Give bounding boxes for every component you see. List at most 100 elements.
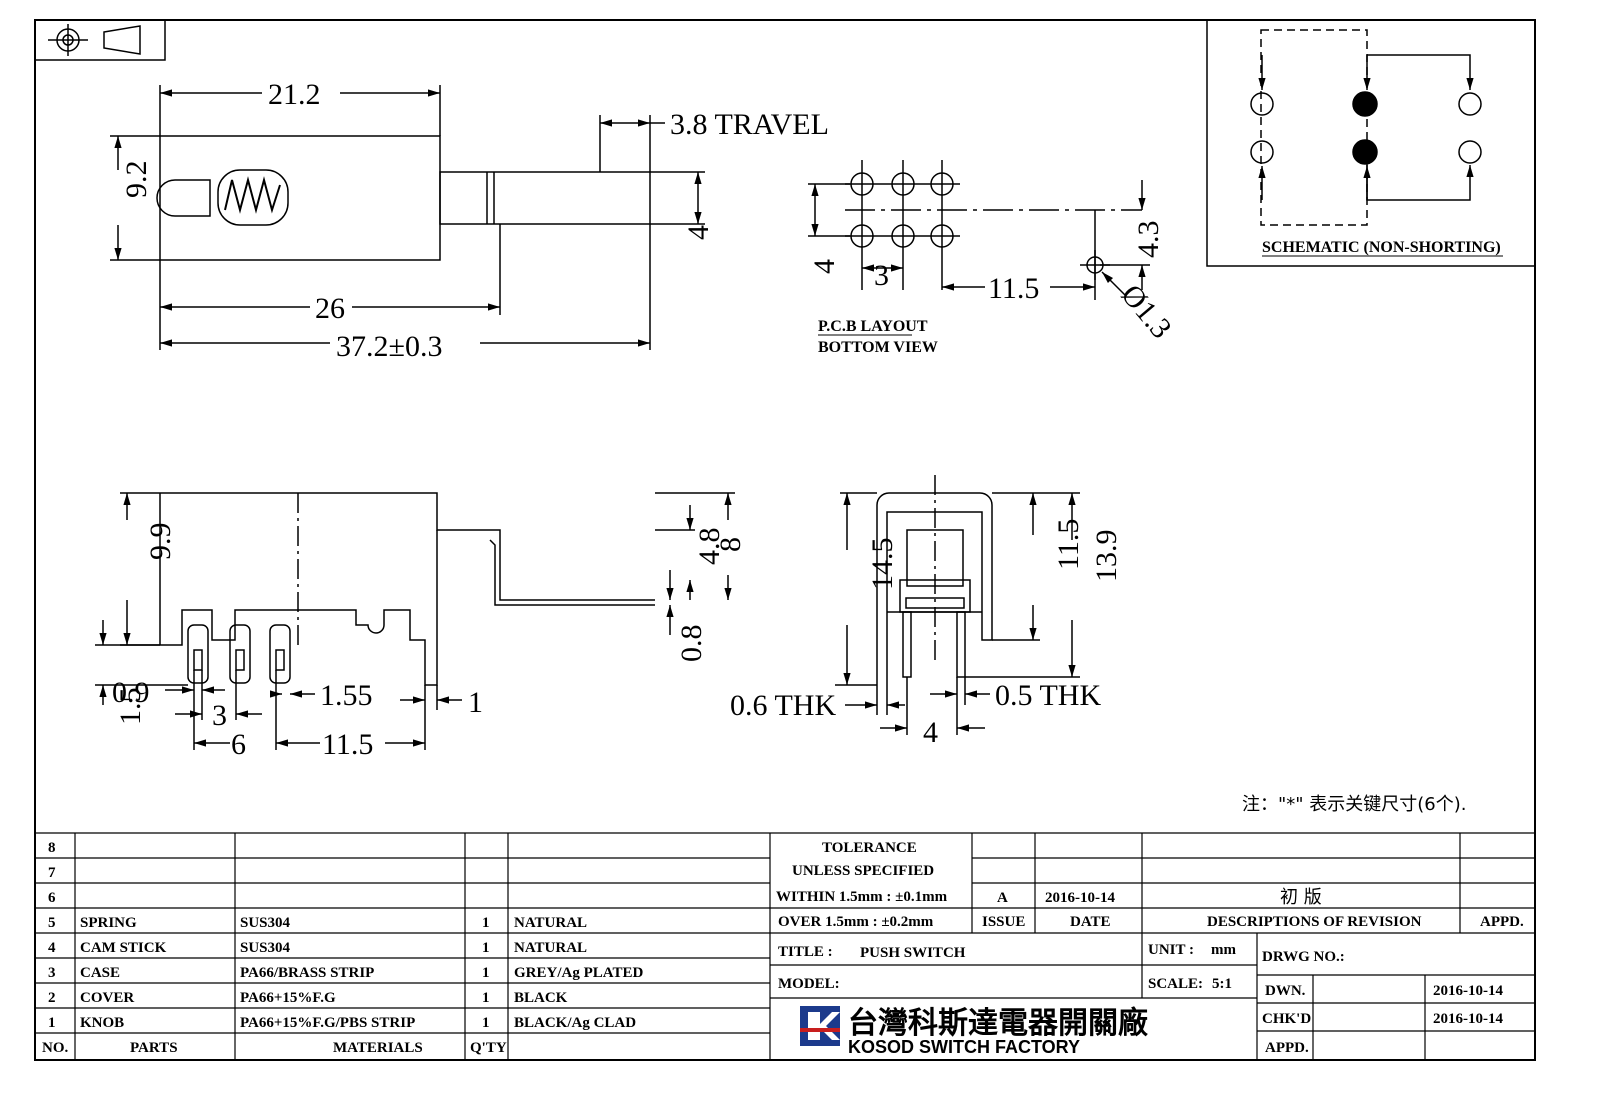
parts-cell-finish: BLACK/Ag CLAD [514, 1015, 636, 1031]
dim-13-9: 13.9 [1090, 530, 1123, 583]
dim-0-9: 0.9 [112, 676, 150, 709]
dim-11-5-side: 11.5 [322, 728, 373, 761]
dim-travel: 3.8 TRAVEL [670, 108, 829, 141]
table-row: 4 CAM STICK SUS304 1 NATURAL [48, 940, 587, 956]
dim-3-side: 3 [212, 699, 227, 732]
contact-open-icon [1458, 92, 1482, 116]
dim-1-5: 1.5 [114, 688, 147, 726]
dim-dia-1-3: Ø1.3 [1115, 278, 1178, 345]
parts-cell-no: 3 [48, 965, 56, 981]
projection-symbol-icon [34, 19, 166, 61]
parts-cell-part: SPRING [80, 915, 137, 931]
parts-cell-material: SUS304 [240, 915, 291, 931]
tolerance-label: TOLERANCE [822, 840, 917, 856]
contact-common-icon [1352, 139, 1378, 165]
switch-body-top [159, 135, 441, 261]
dim-8: 8 [714, 537, 747, 552]
parts-cell-finish: NATURAL [514, 915, 587, 931]
contact-open-icon [1250, 140, 1274, 164]
parts-cell-material: PA66+15%F.G [240, 990, 336, 1006]
dim-21-2: 21.2 [268, 78, 321, 111]
unit-value: mm [1211, 942, 1236, 958]
header-qty: Q'TY [470, 1040, 507, 1056]
drawing-number-label: DRWG NO.: [1262, 949, 1345, 965]
header-parts: PARTS [130, 1040, 178, 1056]
dim-4-top: 4 [682, 225, 715, 240]
title-block [770, 833, 1535, 1060]
parts-cell-material: PA66+15%F.G/PBS STRIP [240, 1015, 415, 1031]
table-row: 8 [48, 840, 56, 856]
parts-cell-no: 7 [48, 865, 56, 881]
dim-9-9: 9.9 [144, 523, 177, 561]
parts-cell-qty: 1 [482, 965, 490, 981]
parts-cell-no: 8 [48, 840, 56, 856]
dim-9-2: 9.2 [120, 161, 153, 199]
pcb-layout-label: P.C.B LAYOUT [818, 318, 928, 335]
bottom-view-label: BOTTOM VIEW [818, 339, 938, 356]
drawn-date: 2016-10-14 [1433, 983, 1503, 999]
company-logo-icon [800, 1006, 840, 1046]
dim-26: 26 [315, 292, 345, 325]
dim-3-pcb: 3 [874, 259, 889, 292]
model-label: MODEL: [778, 976, 840, 992]
dim-4-pcb: 4 [808, 259, 841, 274]
parts-cell-no: 4 [48, 940, 56, 956]
revision-description: 初 版 [1280, 887, 1322, 908]
checked-date: 2016-10-14 [1433, 1011, 1503, 1027]
parts-cell-finish: NATURAL [514, 940, 587, 956]
appd-header: APPD. [1480, 914, 1524, 930]
revision-date: 2016-10-14 [1045, 890, 1115, 906]
sheet-border [34, 19, 1536, 1061]
parts-cell-part: CASE [80, 965, 120, 981]
dim-1: 1 [468, 686, 483, 719]
dim-14-5: 14.5 [866, 538, 899, 591]
title-value: PUSH SWITCH [860, 945, 966, 961]
date-header: DATE [1070, 914, 1111, 930]
dim-6: 6 [231, 728, 246, 761]
spring-icon [217, 169, 289, 226]
dim-4-3: 4.3 [1132, 221, 1165, 259]
dim-0-6-thk: 0.6 THK [730, 689, 836, 722]
parts-cell-part: COVER [80, 990, 134, 1006]
terminal-pin-icon [187, 624, 291, 684]
unless-specified-label: UNLESS SPECIFIED [792, 863, 934, 879]
parts-cell-qty: 1 [482, 940, 490, 956]
parts-cell-material: SUS304 [240, 940, 291, 956]
parts-cell-part: KNOB [80, 1015, 124, 1031]
top-view [110, 85, 705, 350]
parts-cell-qty: 1 [482, 990, 490, 1006]
key-dimension-note: 注："*" 表示关键尺寸(6个). [1242, 794, 1467, 815]
parts-cell-no: 1 [48, 1015, 56, 1031]
contact-common-icon [1352, 91, 1378, 117]
descriptions-header: DESCRIPTIONS OF REVISION [1207, 914, 1422, 930]
parts-table [35, 832, 1535, 1060]
contact-open-icon [1458, 140, 1482, 164]
table-row: 5 SPRING SUS304 1 NATURAL [48, 915, 587, 931]
approved-label: APPD. [1265, 1040, 1309, 1056]
dim-4-8: 4.8 [693, 528, 726, 566]
scale-label: SCALE: [1148, 976, 1203, 992]
company-name-chinese: 台灣科斯達電器開關廠 [848, 1006, 1148, 1041]
company-name-english: KOSOD SWITCH FACTORY [848, 1037, 1080, 1057]
table-row: 1 KNOB PA66+15%F.G/PBS STRIP 1 BLACK/Ag CLAD [48, 1015, 636, 1031]
end-view [835, 475, 1080, 735]
parts-cell-part: CAM STICK [80, 940, 167, 956]
parts-cell-finish: GREY/Ag PLATED [514, 965, 643, 981]
parts-cell-qty: 1 [482, 915, 490, 931]
dim-11-5-end: 11.5 [1052, 519, 1085, 570]
dim-11-5-pcb: 11.5 [988, 272, 1039, 305]
revision-issue: A [997, 890, 1008, 906]
issue-header: ISSUE [982, 914, 1025, 930]
contact-open-icon [1250, 92, 1274, 116]
drawn-label: DWN. [1265, 983, 1306, 999]
checked-label: CHK'D [1262, 1011, 1311, 1027]
table-row: 6 [48, 890, 56, 906]
dim-1-55: 1.55 [320, 679, 373, 712]
schematic-box [1206, 19, 1536, 267]
parts-cell-no: 5 [48, 915, 56, 931]
parts-cell-no: 6 [48, 890, 56, 906]
parts-cell-qty: 1 [482, 1015, 490, 1031]
